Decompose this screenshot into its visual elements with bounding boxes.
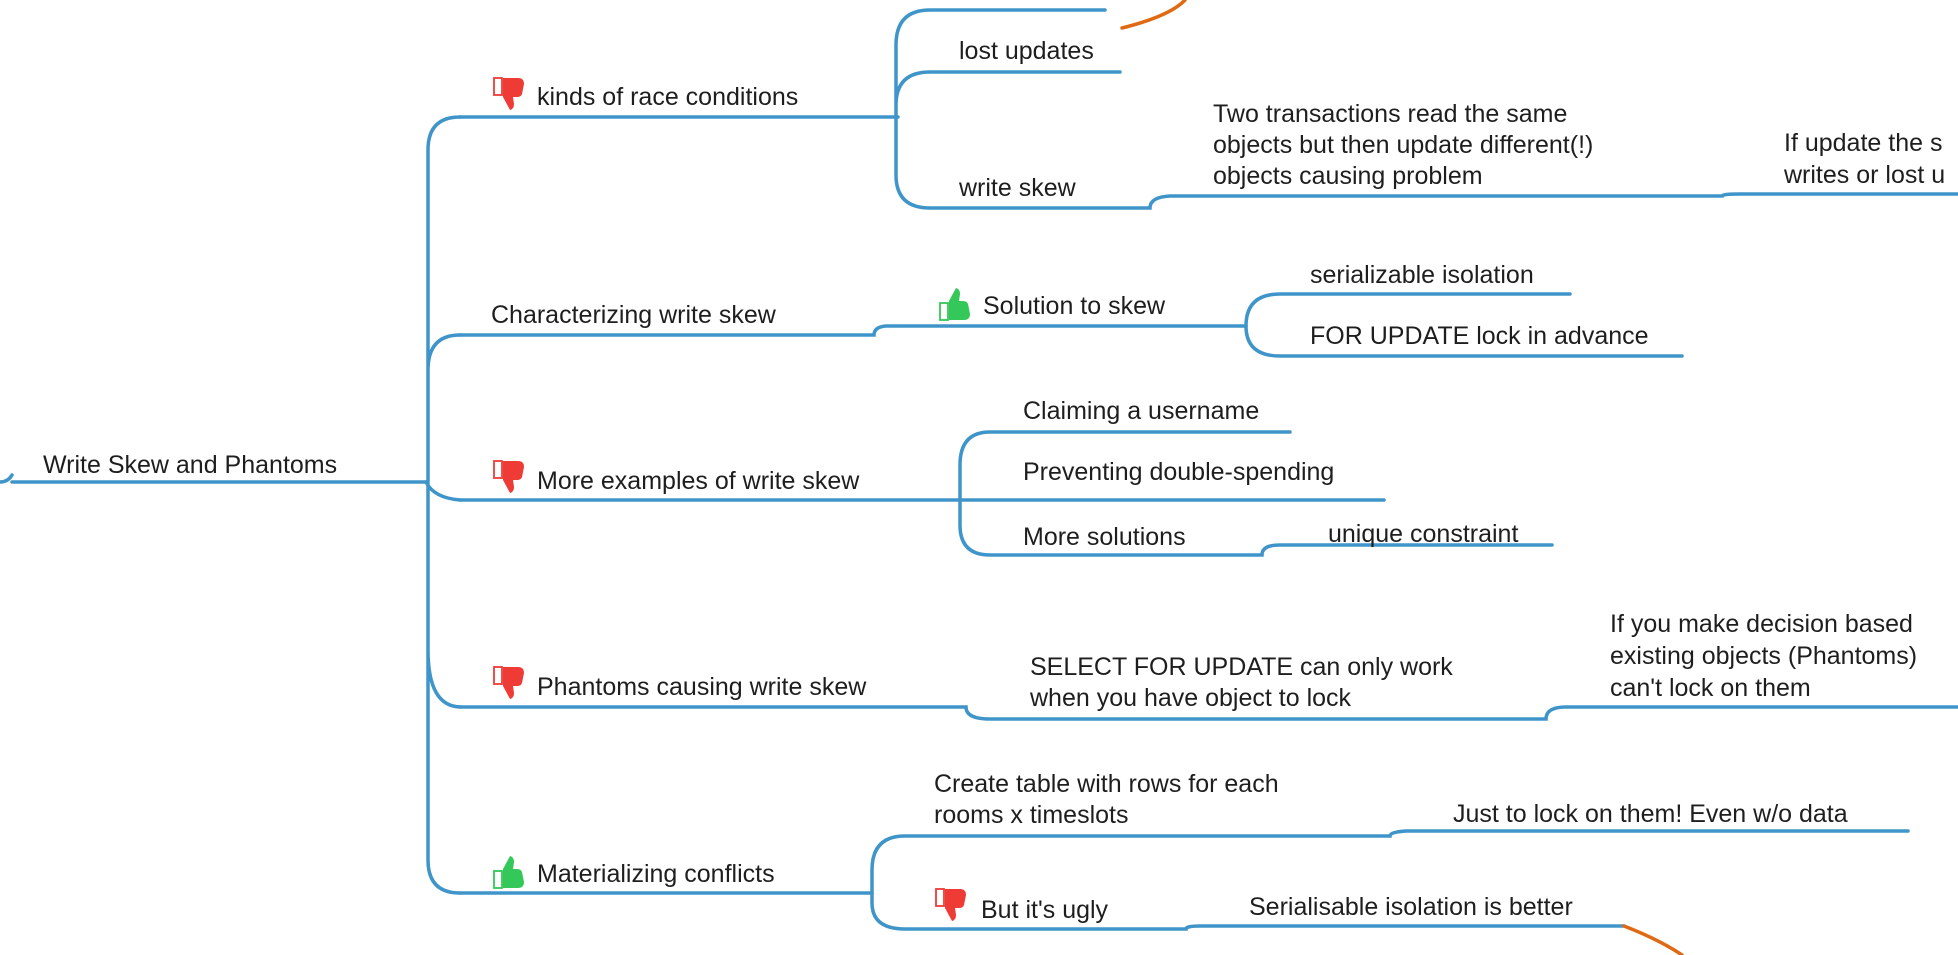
node-serializable-isolation[interactable]: serializable isolation <box>1310 261 1534 289</box>
node-just-to-lock[interactable]: Just to lock on them! Even w/o data <box>1453 800 1848 828</box>
branch3-bracket <box>958 430 1554 557</box>
branch4-underline <box>458 705 1958 721</box>
root-underline <box>0 473 428 484</box>
thumbs-down-icon <box>935 888 967 922</box>
branch1-bracket <box>894 8 1958 210</box>
thumbs-down-icon <box>493 666 525 700</box>
node-create-table-line1[interactable]: Create table with rows for each <box>934 770 1279 798</box>
main-spine <box>424 115 462 895</box>
node-solution-to-skew[interactable]: Solution to skew <box>983 292 1166 320</box>
node-write-skew-followup-line2[interactable]: writes or lost u <box>1783 161 1945 189</box>
node-write-skew[interactable]: write skew <box>958 174 1077 202</box>
node-lost-updates[interactable]: lost updates <box>959 37 1094 65</box>
node-write-skew-followup-line1[interactable]: If update the s <box>1784 129 1942 157</box>
node-select-for-update-line1[interactable]: SELECT FOR UPDATE can only work <box>1030 653 1453 681</box>
node-unique-constraint[interactable]: unique constraint <box>1328 520 1518 548</box>
node-select-for-update-line2[interactable]: when you have object to lock <box>1029 684 1352 712</box>
node-but-its-ugly[interactable]: But it's ugly <box>981 896 1109 924</box>
root-topic[interactable]: Write Skew and Phantoms <box>43 451 337 479</box>
branch-characterizing-write-skew[interactable]: Characterizing write skew <box>491 301 777 329</box>
node-phantoms-decision-line2[interactable]: existing objects (Phantoms) <box>1610 642 1917 670</box>
branch-more-examples-of-write-skew[interactable]: More examples of write skew <box>537 467 860 495</box>
node-claiming-a-username[interactable]: Claiming a username <box>1023 397 1259 425</box>
node-for-update-lock[interactable]: FOR UPDATE lock in advance <box>1310 322 1649 350</box>
branch5-bracket <box>870 829 1910 931</box>
thumbs-down-icon <box>493 460 525 494</box>
node-preventing-double-spending[interactable]: Preventing double-spending <box>1023 458 1334 486</box>
thumbs-up-icon <box>493 855 525 889</box>
node-phantoms-decision-line1[interactable]: If you make decision based <box>1610 610 1913 638</box>
node-more-solutions[interactable]: More solutions <box>1023 523 1186 551</box>
branch2-underline <box>458 324 1248 337</box>
branch-kinds-of-race-conditions[interactable]: kinds of race conditions <box>537 83 798 111</box>
thumbs-down-icon <box>493 77 525 111</box>
node-phantoms-decision-line3[interactable]: can't lock on them <box>1610 674 1811 702</box>
node-write-skew-detail-line2[interactable]: objects but then update different(!) <box>1213 131 1593 159</box>
branch-materializing-conflicts[interactable]: Materializing conflicts <box>537 860 775 888</box>
relationship-bottom <box>1622 924 1684 955</box>
relationship-top <box>1120 0 1187 30</box>
node-create-table-line2[interactable]: rooms x timeslots <box>934 801 1128 829</box>
thumbs-up-icon <box>939 287 971 321</box>
branch-phantoms-causing-write-skew[interactable]: Phantoms causing write skew <box>537 673 867 701</box>
node-serialisable-isolation-better[interactable]: Serialisable isolation is better <box>1249 893 1573 921</box>
node-write-skew-detail-line1[interactable]: Two transactions read the same <box>1213 100 1567 128</box>
branch2-bracket <box>1244 292 1684 358</box>
node-write-skew-detail-line3[interactable]: objects causing problem <box>1213 162 1483 190</box>
